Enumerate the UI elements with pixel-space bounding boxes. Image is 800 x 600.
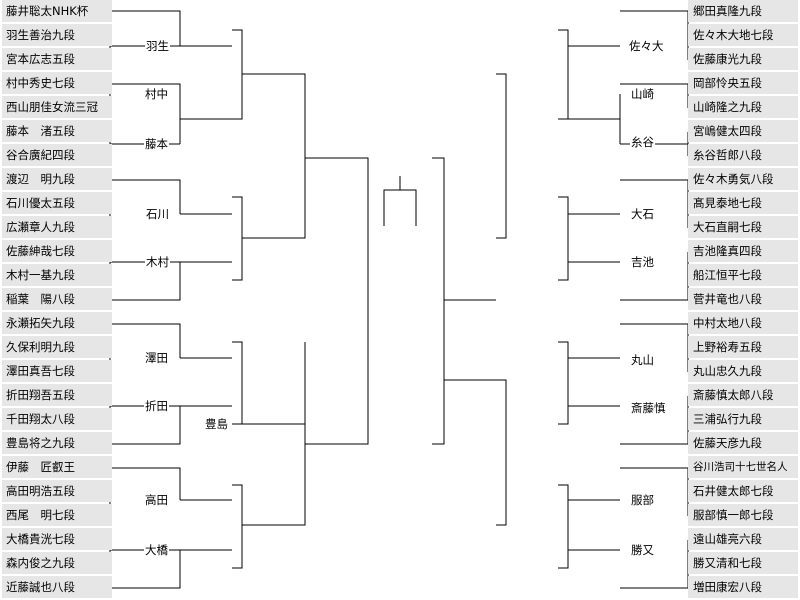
right-player-11: 吉池隆真四段 — [688, 240, 798, 262]
left-player-11: 佐藤紳哉七段 — [2, 240, 112, 262]
right-winner-label: 吉池 — [630, 255, 655, 269]
left-winner-label: 村中 — [144, 87, 169, 101]
left-player-25: 近藤誠也八段 — [2, 576, 112, 598]
left-player-6: 藤本 渚五段 — [2, 120, 112, 142]
right-player-25: 増田康宏八段 — [688, 576, 798, 598]
right-player-4: 岡部怜央五段 — [688, 72, 798, 94]
right-player-6: 宮嶋健太四段 — [688, 120, 798, 142]
left-winner-label: 木村 — [145, 255, 170, 269]
right-player-22: 服部慎一郎七段 — [688, 504, 798, 526]
right-block3-bracket — [558, 323, 689, 445]
right-player-17: 斎藤慎太郎八段 — [688, 384, 798, 406]
left-winner-label: 藤本 — [144, 137, 169, 151]
right-player-14: 中村太地八段 — [688, 312, 798, 334]
right-block2-bracket — [558, 179, 689, 301]
right-player-18: 三浦弘行九段 — [688, 408, 798, 430]
right-player-8: 佐々木勇気八段 — [688, 168, 798, 190]
right-player-3: 佐藤康光九段 — [688, 48, 798, 70]
left-winner-label: 澤田 — [144, 351, 169, 365]
right-semi-bracket — [432, 157, 445, 445]
left-player-7: 谷合廣紀四段 — [2, 144, 112, 166]
right-player-12: 船江恒平七段 — [688, 264, 798, 286]
left-player-24: 森内俊之九段 — [2, 552, 112, 574]
left-semi-bracket — [305, 157, 369, 445]
left-player-5: 西山朋佳女流三冠 — [2, 96, 112, 118]
left-lower-bracket — [242, 342, 306, 526]
right-block1-bracket — [558, 10, 689, 156]
left-player-13: 稲葉 陽八段 — [2, 288, 112, 310]
left-player-18: 千田翔太八段 — [2, 408, 112, 430]
left-winner-label: 高田 — [144, 493, 169, 507]
right-winner-label: 服部 — [630, 493, 655, 507]
right-player-21: 石井健太郎七段 — [688, 480, 798, 502]
right-player-19: 佐藤天彦九段 — [688, 432, 798, 454]
right-lower-bracket — [444, 379, 507, 526]
left-winner-label: 羽生 — [145, 39, 170, 53]
right-winner-label: 大石 — [630, 207, 655, 221]
left-player-21: 高田明浩五段 — [2, 480, 112, 502]
left-player-15: 久保利明九段 — [2, 336, 112, 358]
right-player-16: 丸山忠久九段 — [688, 360, 798, 382]
left-block4-bracket — [109, 467, 243, 589]
left-player-3: 宮本広志五段 — [2, 48, 112, 70]
left-player-1: 藤井聡太NHK杯 — [2, 0, 112, 22]
right-player-2: 佐々木大地七段 — [688, 24, 798, 46]
right-player-10: 大石直嗣七段 — [688, 216, 798, 238]
left-block2-bracket — [109, 179, 243, 301]
right-player-23: 遠山雄亮六段 — [688, 528, 798, 550]
left-player-16: 澤田真吾七段 — [2, 360, 112, 382]
left-player-22: 西尾 明七段 — [2, 504, 112, 526]
left-player-20: 伊藤 匠叡王 — [2, 456, 112, 478]
right-player-20: 谷川浩司十七世名人 — [688, 456, 798, 478]
left-winner-label: 豊島 — [204, 417, 229, 431]
final-bracket — [383, 176, 417, 226]
left-winner-label: 石川 — [145, 207, 170, 221]
right-winner-label: 糸谷 — [630, 135, 655, 149]
left-player-23: 大橋貴洸七段 — [2, 528, 112, 550]
right-player-5: 山崎隆之九段 — [688, 96, 798, 118]
left-player-17: 折田翔吾五段 — [2, 384, 112, 406]
left-player-2: 羽生善治九段 — [2, 24, 112, 46]
right-winner-label: 山崎 — [630, 87, 655, 101]
right-upper-bracket — [444, 73, 507, 301]
right-player-1: 郷田真隆九段 — [688, 0, 798, 22]
left-player-14: 永瀬拓矢九段 — [2, 312, 112, 334]
right-winner-label: 勝又 — [630, 543, 655, 557]
right-winner-label: 斎藤慎 — [630, 401, 667, 415]
right-block4-bracket — [558, 467, 689, 589]
left-player-4: 村中秀史七段 — [2, 72, 112, 94]
right-player-9: 髙見泰地七段 — [688, 192, 798, 214]
left-player-8: 渡辺 明九段 — [2, 168, 112, 190]
left-player-10: 広瀬章人九段 — [2, 216, 112, 238]
left-player-19: 豊島将之九段 — [2, 432, 112, 454]
left-player-9: 石川優太五段 — [2, 192, 112, 214]
left-upper-bracket — [242, 73, 306, 239]
left-winner-label: 大橋 — [144, 543, 169, 557]
right-winner-label: 佐々大 — [628, 39, 665, 53]
left-winner-label: 折田 — [144, 399, 169, 413]
right-winner-label: 丸山 — [630, 353, 655, 367]
right-player-24: 勝又清和七段 — [688, 552, 798, 574]
right-player-13: 菅井竜也八段 — [688, 288, 798, 310]
left-player-12: 木村一基九段 — [2, 264, 112, 286]
left-block1-bracket — [109, 10, 243, 156]
right-player-15: 上野裕寿五段 — [688, 336, 798, 358]
right-player-7: 糸谷哲郎八段 — [688, 144, 798, 166]
